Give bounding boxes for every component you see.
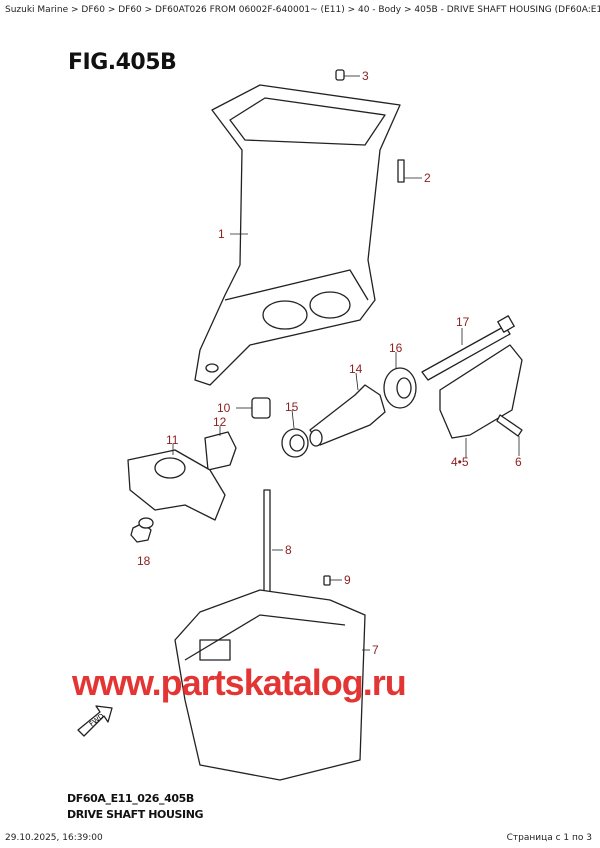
fwd-arrow-icon	[77, 705, 113, 737]
callout-12[interactable]: 12	[213, 415, 227, 429]
part-bolt-2	[397, 159, 405, 183]
callout-7[interactable]: 7	[372, 643, 379, 657]
callout-4-5[interactable]: 4•5	[451, 455, 469, 469]
watermark: www.partskatalog.ru	[72, 662, 407, 703]
figure-title: DRIVE SHAFT HOUSING	[67, 808, 204, 821]
print-datetime: 29.10.2025, 16:39:00	[5, 833, 103, 843]
callout-16[interactable]: 17	[456, 315, 470, 329]
callout-13[interactable]: 14	[349, 362, 363, 376]
callout-10[interactable]: 10	[217, 401, 231, 415]
callout-3[interactable]: 3	[362, 69, 369, 83]
breadcrumb: Suzuki Marine > DF60 > DF60 > DF60AT026 …	[5, 5, 600, 15]
part-sleeve-13	[309, 384, 386, 446]
part-bolt-16	[421, 325, 511, 381]
part-bracket-12	[204, 431, 237, 471]
part-pin-3	[335, 69, 345, 81]
page-indicator: Страница с 1 по 3	[506, 833, 592, 843]
part-washer-18	[138, 517, 154, 529]
callout-2[interactable]: 2	[424, 171, 431, 185]
callout-17[interactable]: 18	[137, 554, 151, 568]
part-mount-11	[127, 449, 226, 521]
part-stud-8	[263, 489, 271, 606]
callout-15[interactable]: 16	[389, 341, 403, 355]
part-pin-9	[323, 575, 331, 586]
callout-14[interactable]: 15	[285, 400, 299, 414]
part-cover-4-5	[439, 344, 523, 439]
callout-11[interactable]: 11	[166, 433, 179, 447]
part-upper-housing	[194, 84, 401, 386]
part-bushing-10	[251, 397, 271, 419]
part-bolt-6	[496, 414, 523, 437]
figure-code: DF60A_E11_026_405B	[67, 792, 194, 805]
callout-1[interactable]: 1	[218, 227, 225, 241]
callout-8[interactable]: 8	[285, 543, 292, 557]
figure-number: FIG.405B	[68, 50, 177, 75]
callout-6[interactable]: 6	[515, 455, 522, 469]
callout-9[interactable]: 9	[344, 573, 351, 587]
